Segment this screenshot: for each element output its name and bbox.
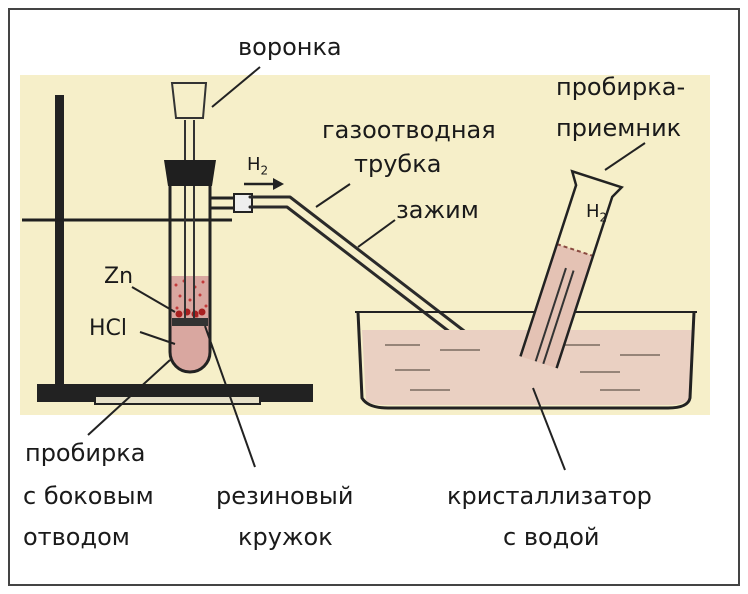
tube-glass — [168, 180, 212, 374]
label-receiver-2: приемник — [556, 114, 682, 142]
leader-lines — [87, 66, 646, 471]
leader-zn — [131, 286, 176, 313]
hydrogen-flow-symbol: H — [247, 154, 261, 175]
leader-rubber — [204, 325, 256, 468]
label-rubber-1: резиновый — [216, 482, 354, 510]
leader-funnel — [211, 66, 261, 108]
stand-base-plate — [94, 395, 261, 405]
hydrogen-flow-arrow — [244, 178, 284, 190]
hydrogen-receiver-subscript: 2 — [599, 210, 608, 225]
label-clamp: зажим — [396, 196, 479, 224]
label-crystallizer-2: с водой — [503, 523, 600, 551]
label-hydrogen-flow: H2 — [247, 156, 268, 177]
funnel-cup — [170, 82, 208, 119]
leader-gas-tube — [315, 183, 351, 208]
leader-receiver — [604, 142, 646, 171]
hydrogen-flow-subscript: 2 — [260, 163, 269, 178]
crystallizer — [355, 311, 697, 410]
label-tube-3: отводом — [23, 523, 130, 551]
test-tube-with-side-arm — [164, 82, 253, 374]
label-receiver-1: пробирка- — [556, 73, 686, 101]
label-gas-tube-2: трубка — [354, 150, 442, 178]
label-crystallizer-1: кристаллизатор — [447, 482, 652, 510]
water-ripples — [385, 344, 660, 391]
leader-clamp — [357, 219, 396, 248]
rubber-stopper — [164, 160, 216, 186]
hydrogen-receiver-symbol: H — [586, 201, 600, 222]
label-tube-1: пробирка — [25, 439, 146, 467]
receiver-glass — [519, 169, 624, 369]
leader-crystallizer — [532, 387, 566, 471]
receiver-tube — [519, 169, 624, 369]
label-funnel: воронка — [238, 33, 342, 61]
label-hcl: HCl — [89, 316, 128, 341]
label-hydrogen-receiver: H2 — [586, 203, 607, 224]
label-zn: Zn — [104, 264, 134, 289]
tube-connector — [233, 193, 253, 213]
water — [362, 330, 693, 405]
lab-stand — [22, 95, 313, 405]
label-rubber-2: кружок — [238, 523, 333, 551]
receiver-inner-tube-2 — [542, 270, 575, 365]
stand-rod — [55, 95, 64, 395]
leader-side-tube — [87, 359, 171, 436]
crystallizer-vessel — [356, 311, 696, 410]
label-gas-tube-1: газоотводная — [322, 116, 496, 144]
receiver-inner-tube-1 — [534, 267, 567, 362]
receiver-water — [520, 244, 594, 369]
rubber-disc — [172, 318, 208, 326]
receiver-water-level — [556, 243, 594, 257]
leader-hcl — [139, 331, 176, 345]
label-tube-2: с боковым — [23, 482, 154, 510]
